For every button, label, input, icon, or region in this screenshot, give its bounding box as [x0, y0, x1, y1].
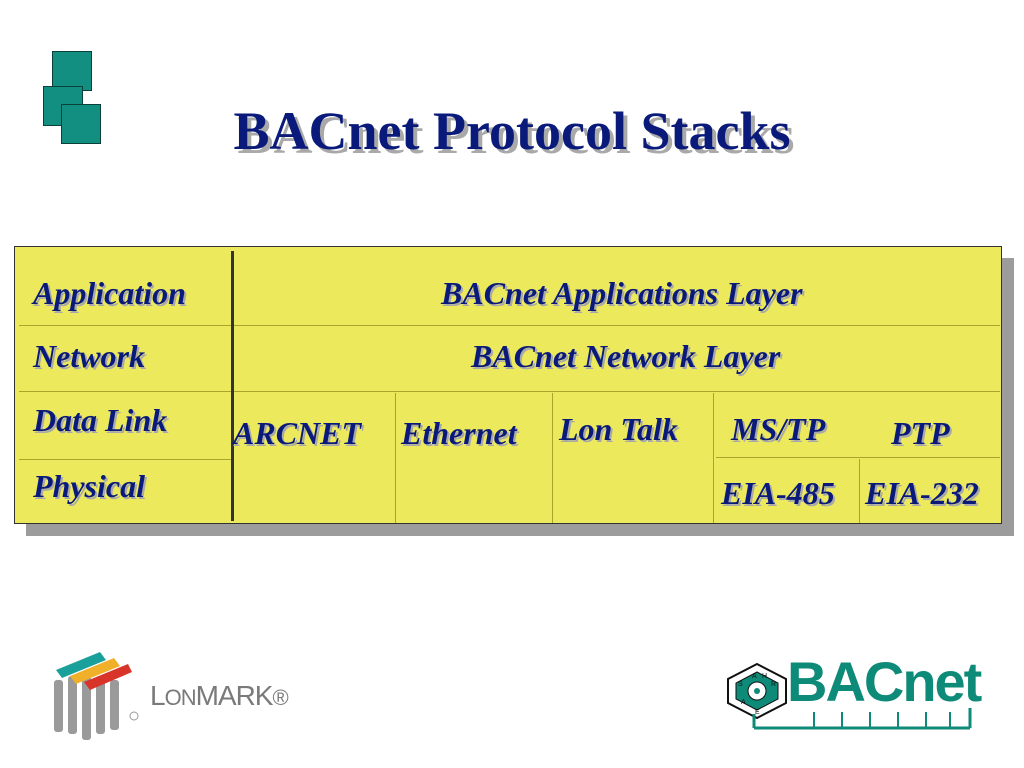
ashrae-seal-icon: A S H R A E	[727, 662, 787, 720]
bacnet-network-rail-icon	[752, 708, 972, 730]
option-mstp: MS/TP	[731, 411, 826, 447]
layer-label-physical: Physical	[33, 468, 145, 504]
seal-letter: E	[755, 709, 760, 716]
option-lontalk: Lon Talk	[559, 411, 678, 447]
option-arcnet: ARCNET	[233, 415, 362, 451]
slide-square-icon-3	[61, 104, 101, 144]
seal-letter: A	[741, 699, 746, 706]
bacnet-applications-layer: BACnet Applications Layer	[441, 275, 803, 311]
layer-label-network: Network	[33, 338, 145, 374]
physical-eia232: EIA-232	[865, 475, 979, 511]
layer-label-application: Application	[33, 275, 186, 311]
bacnet-network-layer: BACnet Network Layer	[471, 338, 781, 374]
seal-letter: R	[771, 681, 776, 688]
physical-eia485: EIA-485	[721, 475, 835, 511]
option-ptp: PTP	[891, 415, 950, 451]
seal-letter: S	[738, 681, 743, 688]
slide-square-icon-1	[52, 51, 92, 91]
option-ethernet: Ethernet	[401, 415, 517, 451]
layer-divider	[231, 251, 234, 521]
lonmark-logo-icon	[54, 652, 139, 740]
slide-title: BACnet Protocol Stacks	[233, 101, 791, 161]
bacnet-wordmark: BACnet	[787, 650, 982, 713]
protocol-stack-diagram: Application Network Data Link Physical B…	[14, 246, 1002, 524]
lonmark-wordmark: LONMARK®	[150, 680, 289, 711]
seal-letter: H	[762, 673, 767, 680]
seal-letter: A	[752, 673, 757, 680]
layer-label-datalink: Data Link	[33, 402, 168, 438]
